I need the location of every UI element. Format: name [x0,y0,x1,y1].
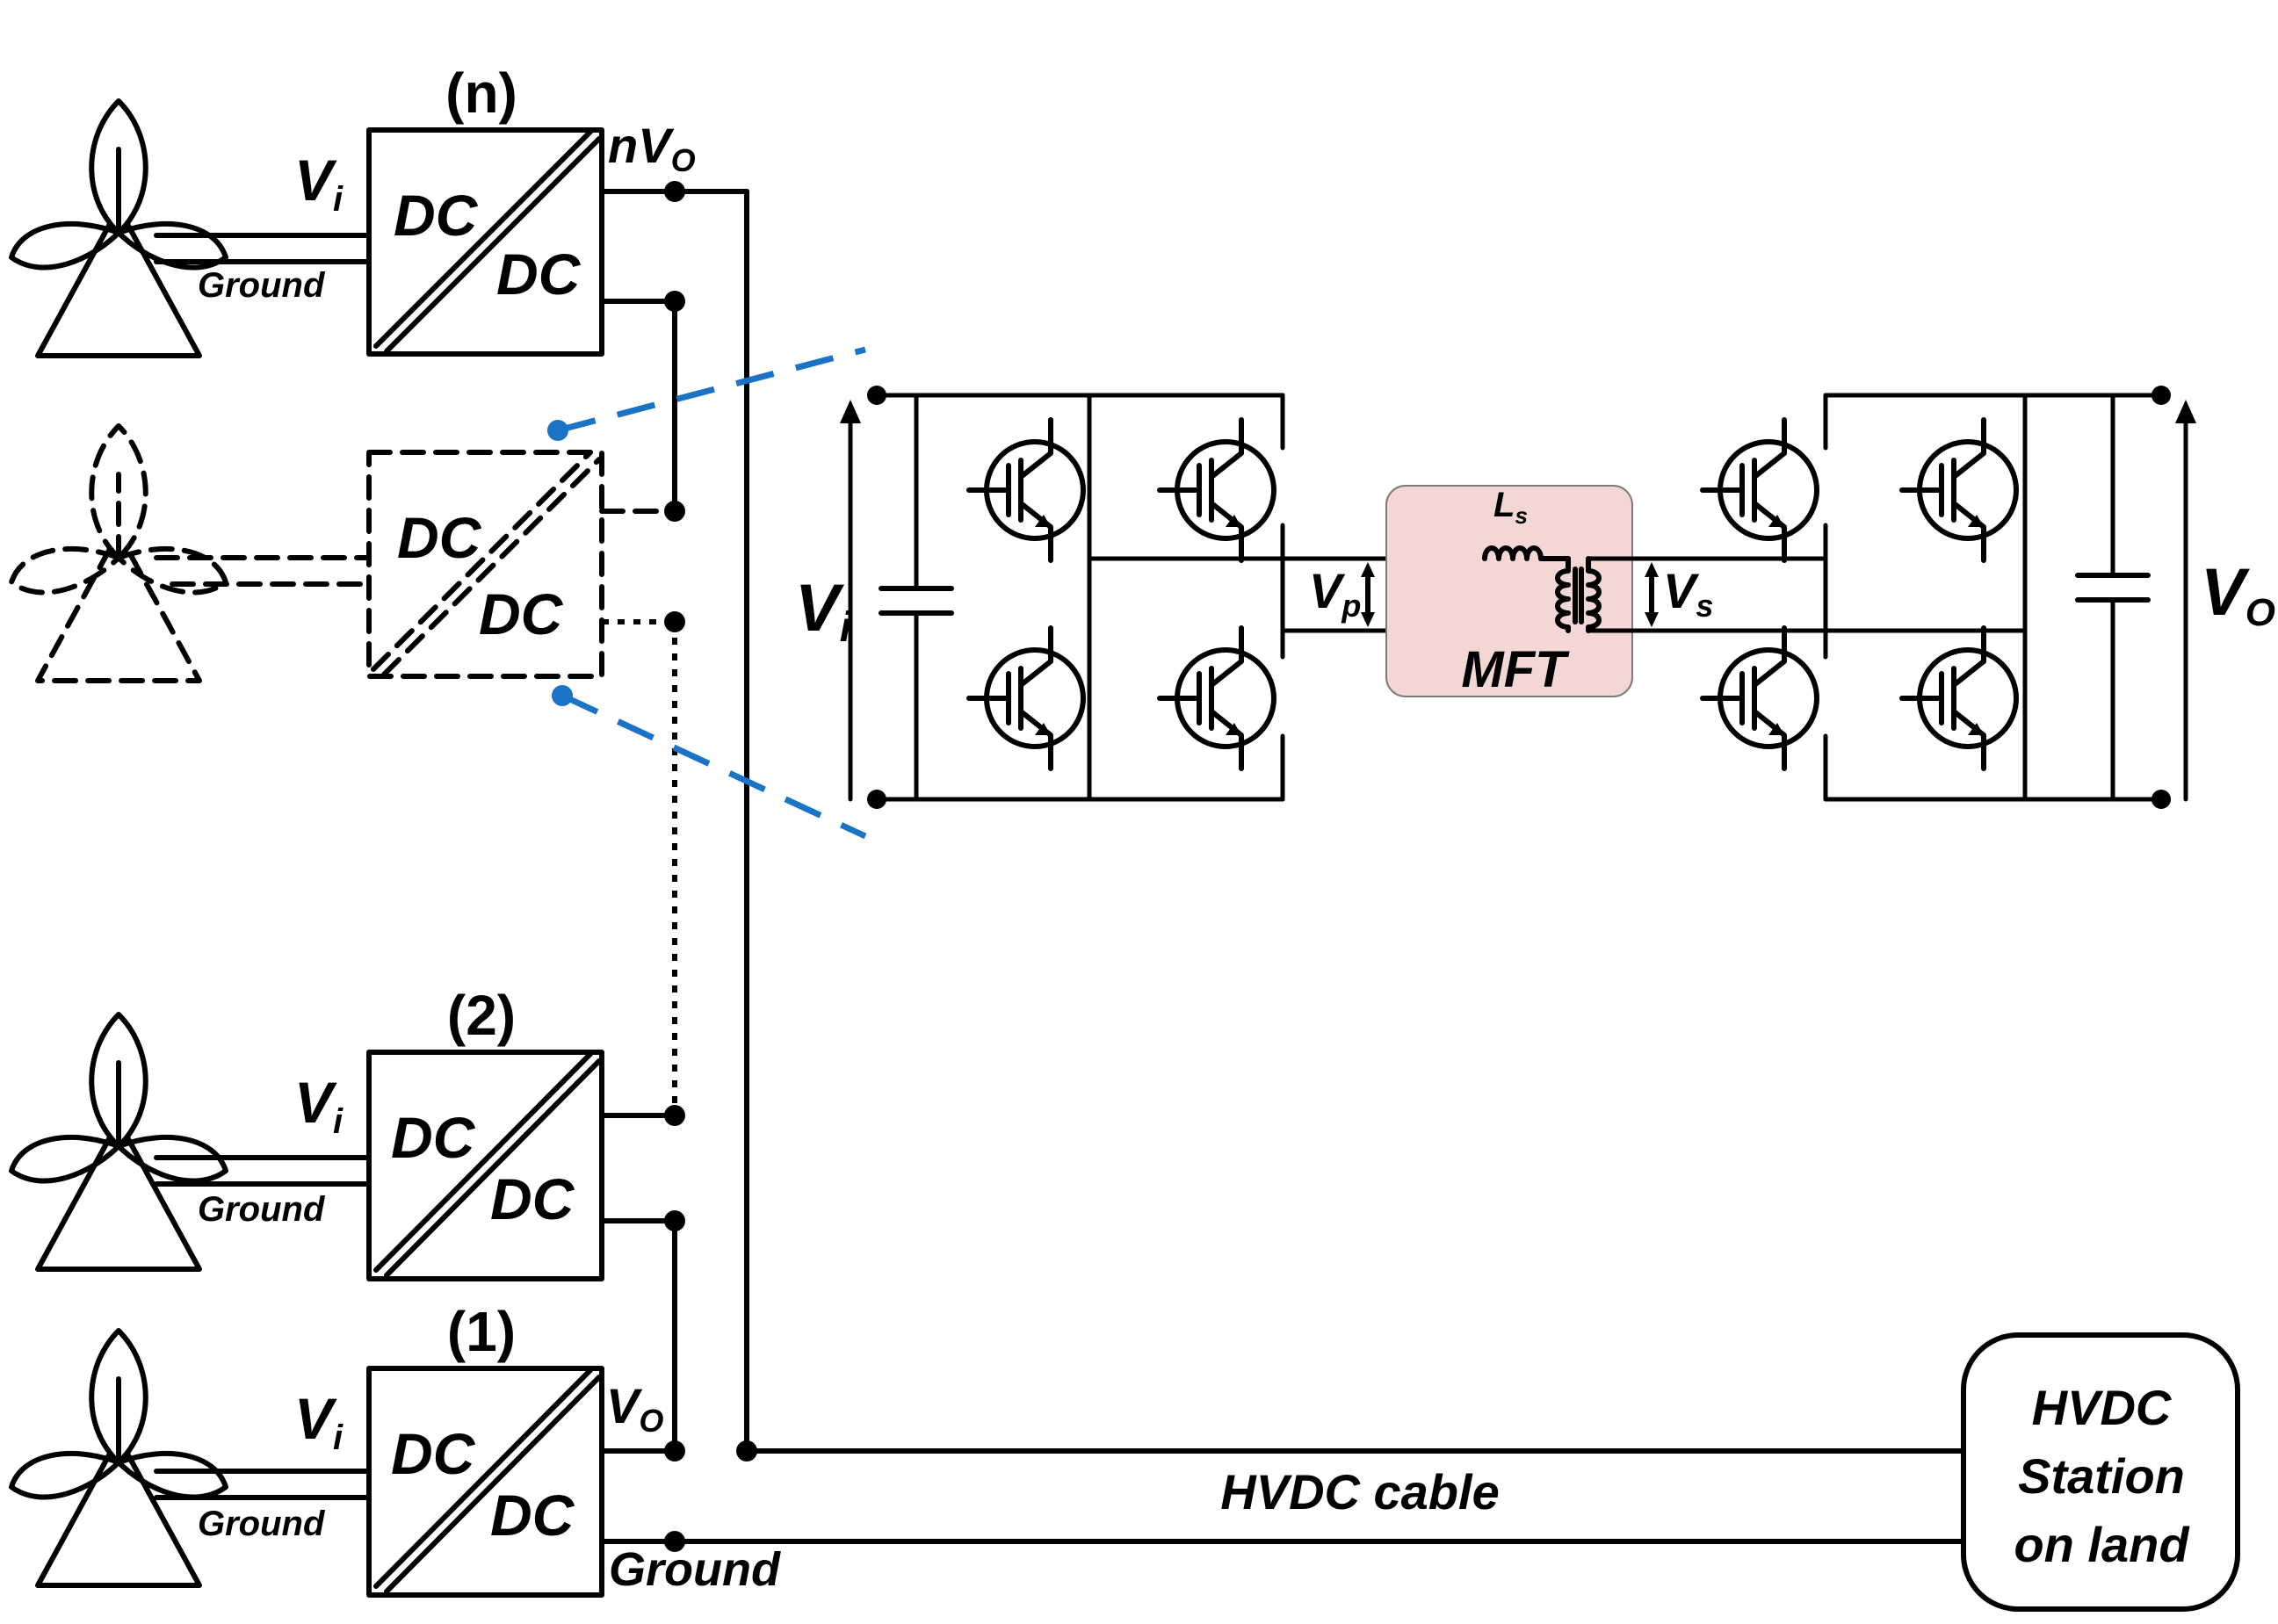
igbt-switch-icon [1160,420,1274,560]
output-voltage-label: nVO [608,118,696,178]
dc-input-label: DC [397,505,482,570]
inductor-label: Ls [1493,486,1528,529]
igbt-switch-icon [1902,628,2016,769]
igbt-switch-icon [1703,420,1817,560]
igbt-switch-icon [1703,628,1817,769]
ground-label: Ground [198,1190,326,1229]
series-connection [664,181,1966,1552]
mft-box [1385,485,1633,697]
dc-output-label: DC [479,581,564,646]
wind-turbine-dashed-icon [11,426,226,681]
dc-input-label: DC [391,1105,476,1170]
converter-unit-2: (2) Vi Ground DC DC [154,984,677,1281]
converter-unit-n: (n) Vi Ground DC DC nVO [154,61,696,357]
hvdc-cable-label: HVDC cable [1220,1464,1499,1519]
hvdc-station: HVDC Station on land [1961,1332,2240,1612]
ground-output-label: Ground [609,1543,781,1596]
vp-label: Vp [1309,563,1361,624]
unit-index-label: (1) [447,1300,516,1363]
output-voltage-label: VO [606,1378,663,1439]
ground-label: Ground [198,1505,326,1543]
dc-output-label: DC [490,1483,575,1548]
svg-text:Station: Station [2018,1448,2185,1504]
dc-input-label: DC [394,183,479,248]
converter-input-voltage: Vi [795,571,853,651]
input-voltage-label: Vi [294,148,344,219]
zoom-callout [547,346,867,840]
svg-text:HVDC: HVDC [2032,1380,2173,1435]
wind-turbine-icon [11,1014,226,1269]
dual-active-bridge: Vi Vp Ls MFT [795,386,2275,809]
vs-label: Vs [1663,563,1713,624]
igbt-switch-icon [969,628,1083,769]
wind-turbine-icon [11,1331,226,1585]
unit-index-label: (2) [447,984,516,1047]
converter-unit-dashed: DC DC [154,450,677,679]
dc-output-label: DC [490,1166,575,1231]
converter-output-voltage: VO [2201,555,2275,634]
ground-label: Ground [198,266,326,305]
input-voltage-label: Vi [294,1386,344,1457]
dc-input-label: DC [391,1421,476,1486]
input-voltage-label: Vi [294,1070,344,1141]
igbt-switch-icon [969,420,1083,560]
wind-turbine-icon [11,101,226,356]
unit-index-label: (n) [445,61,517,125]
converter-unit-1: (1) Vi Ground DC DC VO Ground [154,1300,781,1598]
igbt-switch-icon [1160,628,1274,769]
svg-text:on land: on land [2014,1517,2190,1572]
igbt-switch-icon [1902,420,2016,560]
dc-output-label: DC [496,242,582,307]
mft-label: MFT [1461,641,1570,698]
